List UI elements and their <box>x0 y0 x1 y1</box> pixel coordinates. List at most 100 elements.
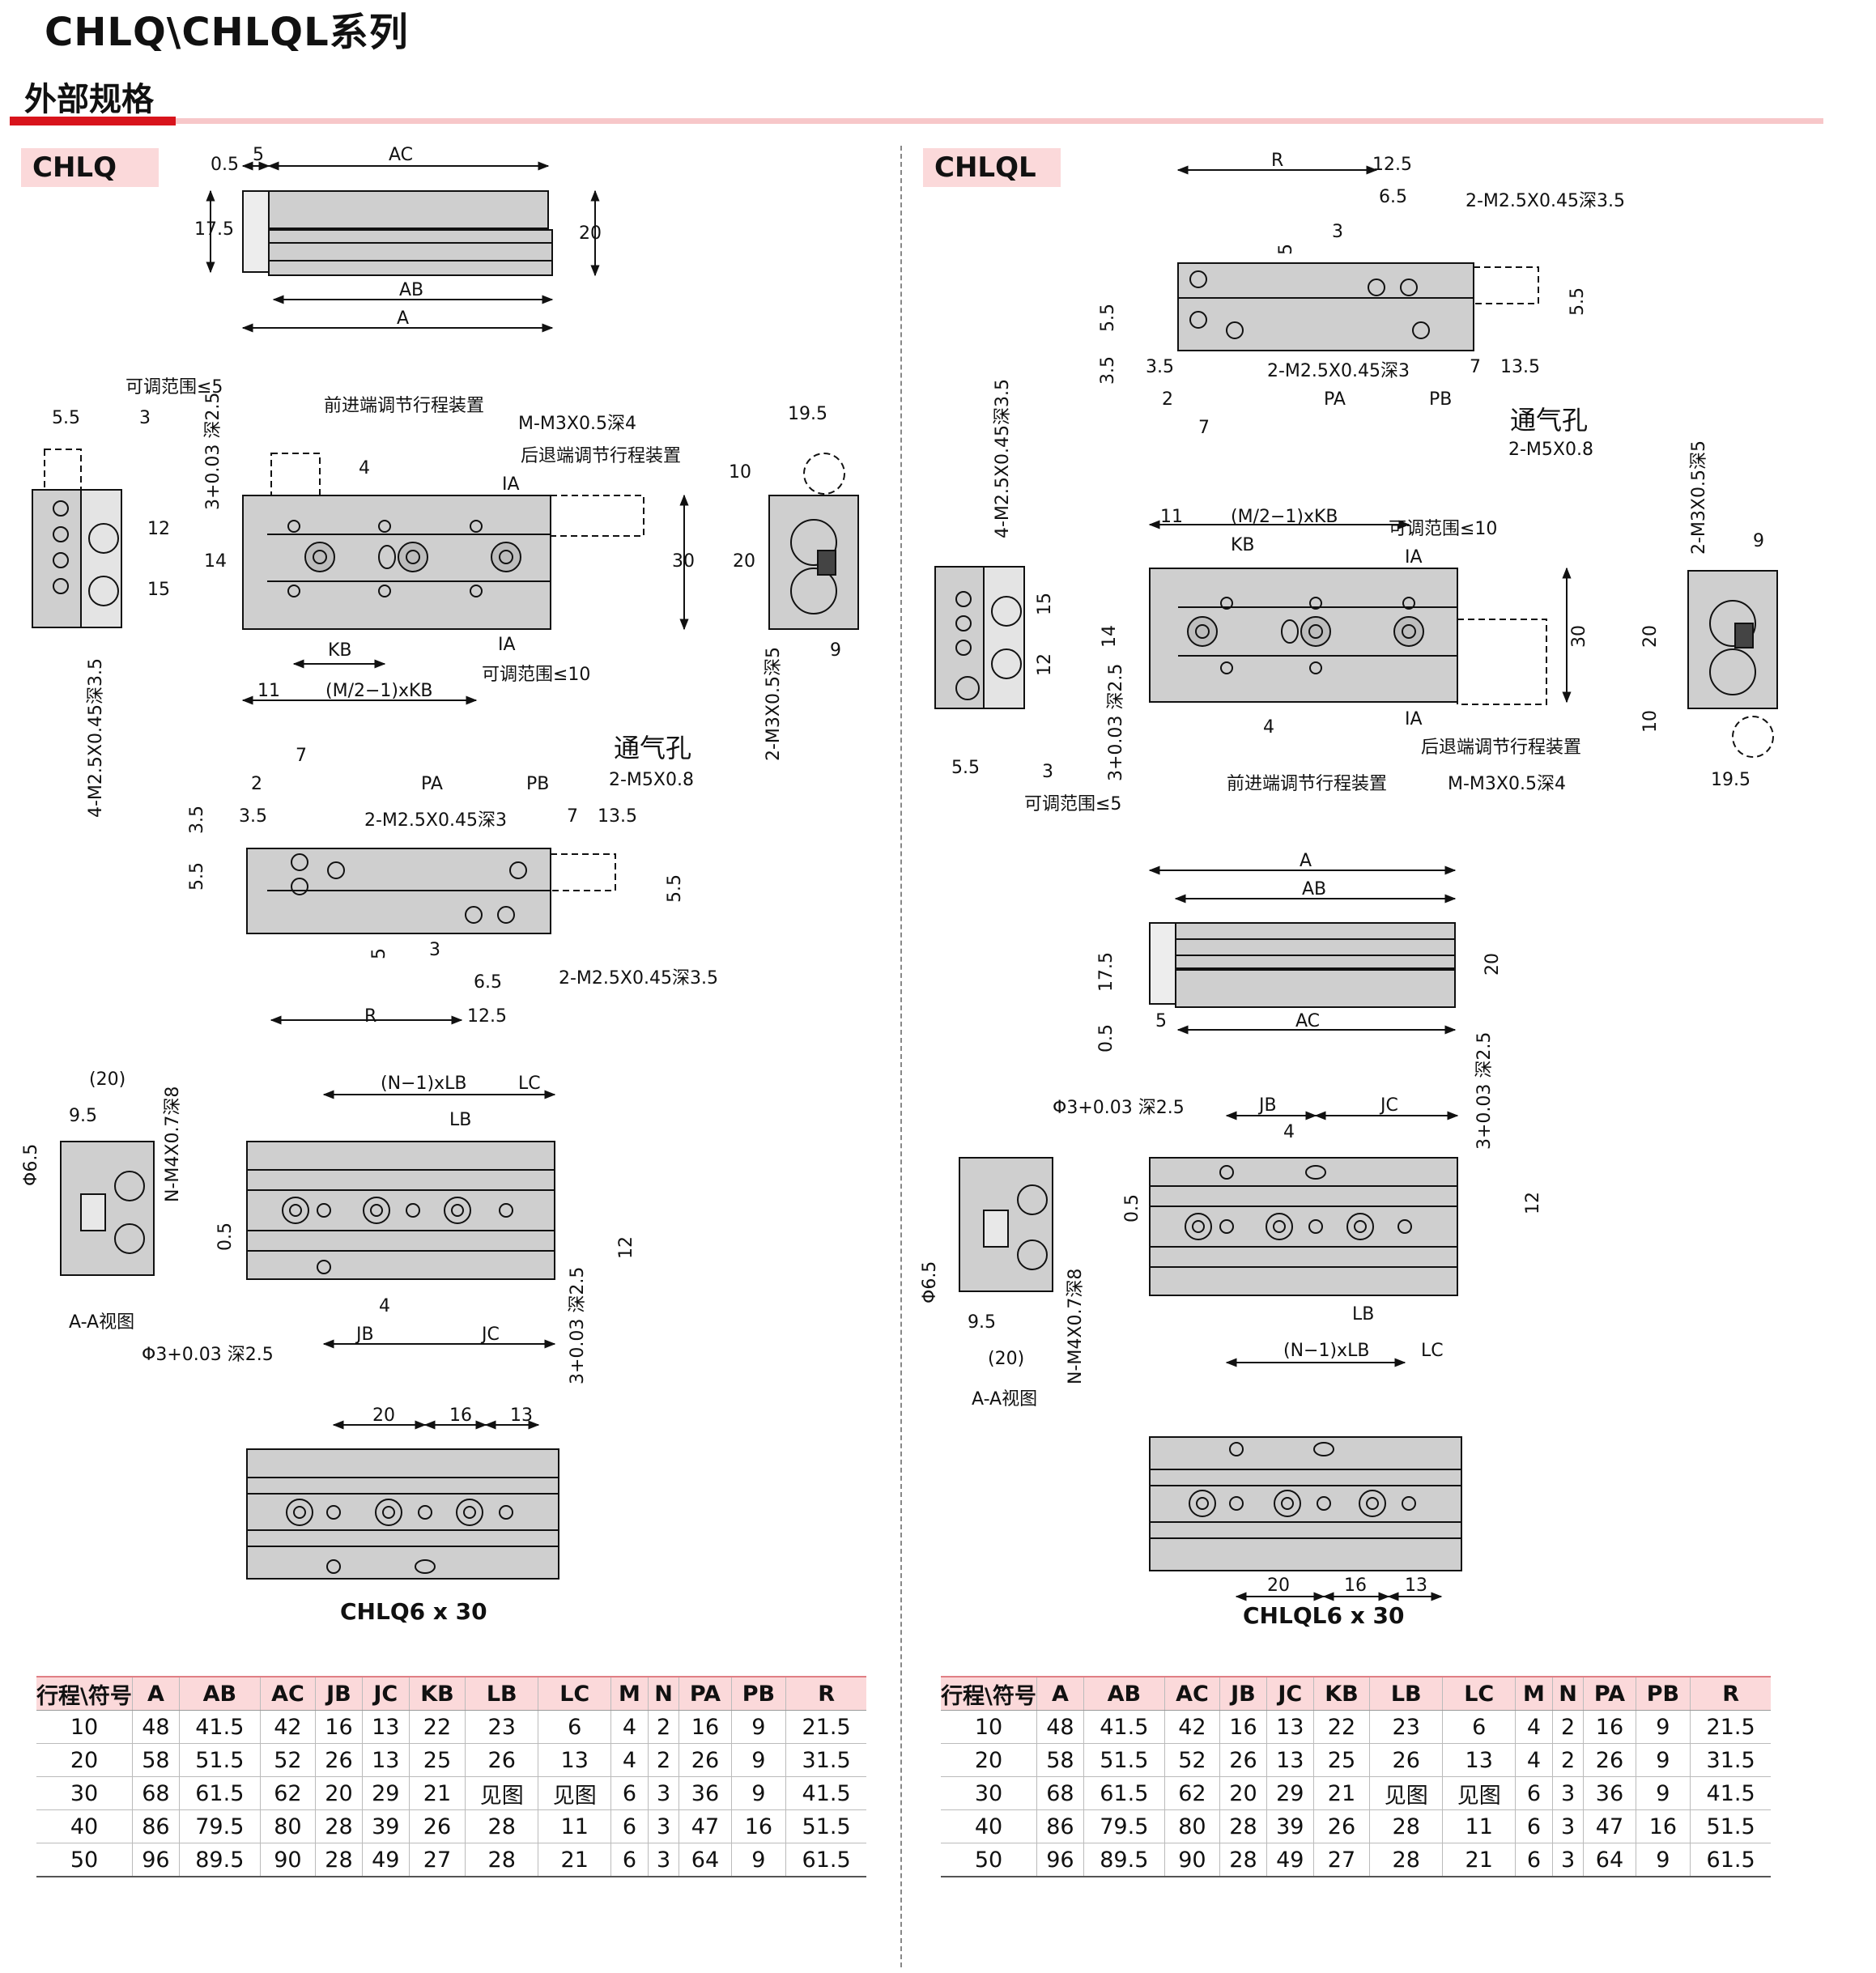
dim-3b: 3 <box>429 940 440 960</box>
table-cell: 40 <box>36 1809 133 1843</box>
table-cell: 47 <box>1583 1809 1636 1843</box>
table-cell: 89.5 <box>1083 1843 1165 1877</box>
table-cell: 50 <box>941 1843 1037 1877</box>
table-cell: 22 <box>408 1710 466 1744</box>
table-header-stroke: 行程\符号 <box>941 1676 1037 1711</box>
table-cell: 10 <box>941 1710 1037 1744</box>
table-cell: 16 <box>1635 1809 1691 1843</box>
table-cell: 50 <box>36 1843 133 1877</box>
table-cell: 9 <box>730 1743 786 1777</box>
table-cell: 26 <box>315 1743 363 1777</box>
dim-example-20: 20 <box>372 1405 395 1426</box>
table-cell: 26 <box>1583 1743 1636 1777</box>
table-cell: 20 <box>941 1743 1037 1777</box>
label-adjust-range-5: 可调范围≤5 <box>1024 794 1121 814</box>
table-cell: 41.5 <box>785 1776 866 1810</box>
dim-JC: JC <box>480 1325 500 1345</box>
label-thread-m3-2x: 2-M3X0.5深5 <box>764 647 784 761</box>
dim-12: 12 <box>147 519 170 539</box>
table-cell: 13 <box>361 1743 410 1777</box>
example-caption: CHLQ6 x 30 <box>340 1598 487 1625</box>
table-cell: 16 <box>730 1809 786 1843</box>
table-cell: 30 <box>36 1776 133 1810</box>
dim-AB: AB <box>1302 879 1326 899</box>
dim-KB: KB <box>1231 535 1255 555</box>
label-thread-m2.5-a: 2-M2.5X0.45深3 <box>364 810 507 831</box>
label-thread-m2.5-4x: 4-M2.5X0.45深3.5 <box>993 379 1013 538</box>
chlq-drawings: 0.5 5 AC 17.5 20 AB A 可调范围≤5 5.5 3 前进端调节… <box>21 145 859 1625</box>
table-cell: 47 <box>679 1809 732 1843</box>
table-cell: 39 <box>1266 1809 1314 1843</box>
dim-20b: 20 <box>1483 953 1503 976</box>
table-cell: 25 <box>1312 1743 1370 1777</box>
dim-3b: 3 <box>1042 762 1053 782</box>
label-adjust-range-10: 可调范围≤10 <box>1389 519 1497 539</box>
label-forward-adjuster: 前进端调节行程装置 <box>1227 774 1387 794</box>
dim-13.5: 13.5 <box>1500 357 1540 377</box>
dim-19.5: 19.5 <box>1711 770 1751 790</box>
table-cell: 26 <box>1369 1743 1443 1777</box>
dim-5: 5 <box>253 145 264 165</box>
dim-AB: AB <box>399 280 423 300</box>
table-cell: 79.5 <box>178 1809 261 1843</box>
dim-3.5: 3.5 <box>1146 357 1174 377</box>
dim-AC: AC <box>1295 1011 1320 1031</box>
dim-M2KB: (M/2−1)xKB <box>325 681 433 701</box>
label-IA-top: IA <box>1405 547 1423 568</box>
table-cell: 48 <box>1036 1710 1084 1744</box>
table-cell: 11 <box>538 1809 611 1843</box>
table-cell: 见图 <box>538 1776 611 1810</box>
dim-5b: 5 <box>369 948 389 959</box>
table-header-cell: N <box>1551 1676 1584 1711</box>
dim-19.5: 19.5 <box>788 404 827 424</box>
dim-14: 14 <box>204 551 227 572</box>
dim-10: 10 <box>1640 710 1661 733</box>
table-cell: 42 <box>259 1710 316 1744</box>
table-cell: 79.5 <box>1083 1809 1165 1843</box>
table-header-cell: LC <box>538 1676 611 1711</box>
table-cell: 21.5 <box>1690 1710 1771 1744</box>
table-cell: 28 <box>1219 1809 1267 1843</box>
table-cell: 6 <box>538 1710 611 1744</box>
dim-3.5-side: 3.5 <box>187 806 207 834</box>
label-adjust-range-10: 可调范围≤10 <box>482 665 590 685</box>
label-IA-bottom: IA <box>498 635 516 655</box>
table-cell: 30 <box>941 1776 1037 1810</box>
dim-7: 7 <box>296 746 307 766</box>
label-vent: 通气孔 <box>1510 405 1588 436</box>
dim-12.5: 12.5 <box>467 1006 507 1027</box>
table-cell: 41.5 <box>1690 1776 1771 1810</box>
table-cell: 29 <box>1266 1776 1314 1810</box>
table-cell: 13 <box>361 1710 410 1744</box>
label-adjust-range-5: 可调范围≤5 <box>125 377 223 398</box>
dim-0.5b: 0.5 <box>1122 1194 1142 1222</box>
table-header-cell: A <box>132 1676 180 1711</box>
table-header-cell: LC <box>1442 1676 1516 1711</box>
table-cell: 96 <box>1036 1843 1084 1877</box>
label-thread-m3-2x: 2-M3X0.5深5 <box>1689 440 1709 555</box>
dim-AC: AC <box>389 145 413 165</box>
dim-A: A <box>1300 851 1312 871</box>
table-cell: 40 <box>941 1809 1037 1843</box>
table-cell: 28 <box>315 1809 363 1843</box>
dim-5.5-right: 5.5 <box>665 874 685 903</box>
dim-N1LB: (N−1)xLB <box>381 1074 466 1094</box>
dim-JB: JB <box>355 1325 374 1345</box>
table-cell: 68 <box>1036 1776 1084 1810</box>
table-cell: 29 <box>361 1776 410 1810</box>
table-cell: 3 <box>1551 1809 1584 1843</box>
table-cell: 27 <box>408 1843 466 1877</box>
table-cell: 9 <box>730 1843 786 1877</box>
dim-20-paren: (20) <box>89 1069 125 1090</box>
table-header-stroke: 行程\符号 <box>36 1676 133 1711</box>
dim-13.5: 13.5 <box>598 806 637 827</box>
table-header-cell: PB <box>1635 1676 1691 1711</box>
label-thread-m5: 2-M5X0.8 <box>1508 440 1593 460</box>
